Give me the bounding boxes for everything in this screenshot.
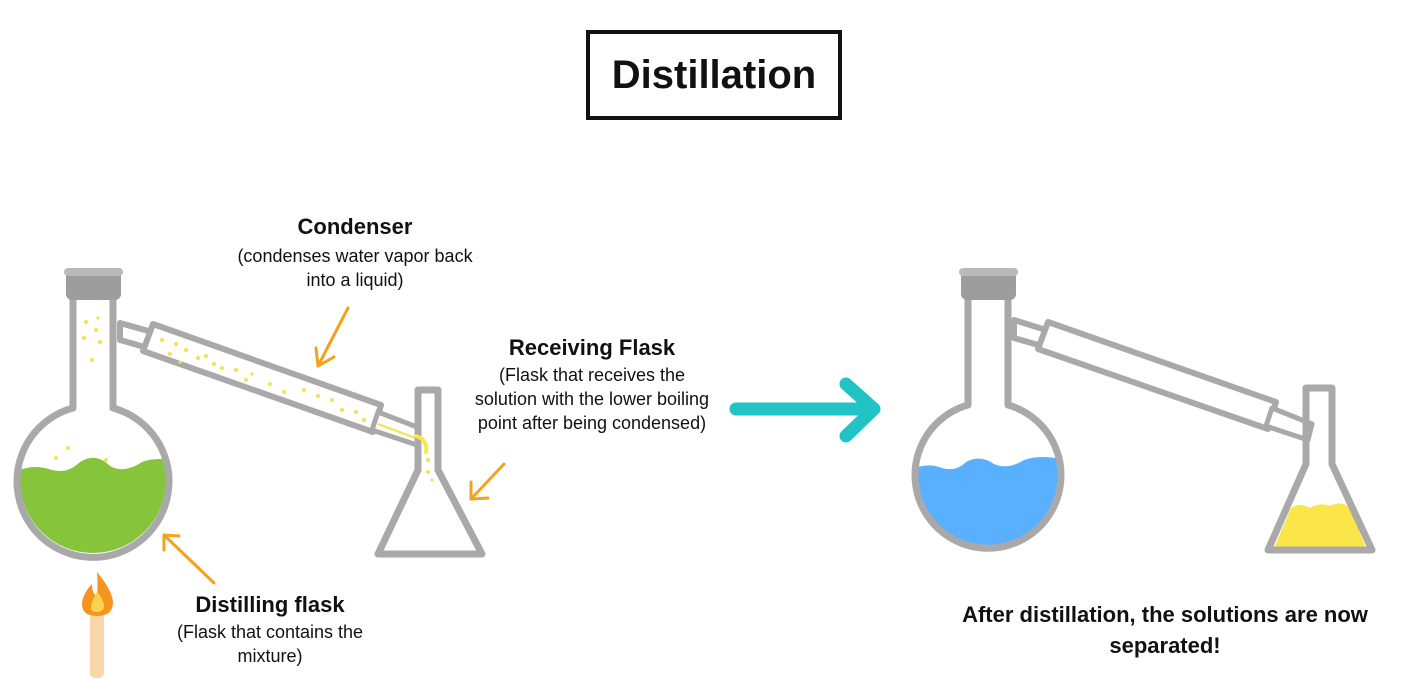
receiving-flask-description: (Flask that receives the solution with t… <box>474 365 710 433</box>
condenser-pointer-arrow <box>314 306 350 368</box>
apparatus-before <box>13 268 506 678</box>
apparatus-after <box>911 268 1376 554</box>
receiving-flask-label: Receiving Flask (Flask that receives the… <box>472 333 712 435</box>
distilling-flask-label: Distilling flask (Flask that contains th… <box>150 590 390 668</box>
distilling-flask-name: Distilling flask <box>195 592 345 617</box>
conclusion-text: After distillation, the solutions are no… <box>962 602 1368 658</box>
separated-liquid <box>918 457 1058 545</box>
condenser-name: Condenser <box>297 214 413 239</box>
condenser-label: Condenser (condenses water vapor back in… <box>230 212 480 292</box>
distillate-liquid <box>1274 503 1366 548</box>
distilling-flask-description: (Flask that contains the mixture) <box>176 622 364 666</box>
match-icon <box>81 572 113 678</box>
receiving-flask-name: Receiving Flask <box>508 335 676 360</box>
condenser <box>140 321 433 451</box>
vapor-dots <box>54 316 434 482</box>
distilling-flask <box>13 268 173 561</box>
receiving-flask-after <box>1264 384 1376 554</box>
page-title: Distillation <box>586 30 842 120</box>
distilling-flask-after <box>911 268 1065 552</box>
stopper <box>66 270 121 300</box>
condenser-after <box>1035 319 1315 443</box>
pointer-arrows <box>162 306 506 585</box>
condenser-description: (condenses water vapor back into a liqui… <box>237 246 473 290</box>
process-arrow-icon <box>729 377 881 443</box>
distilling-flask-pointer-arrow <box>162 533 216 585</box>
stopper-after <box>961 270 1016 300</box>
receiving-flask-pointer-arrow <box>469 462 506 501</box>
